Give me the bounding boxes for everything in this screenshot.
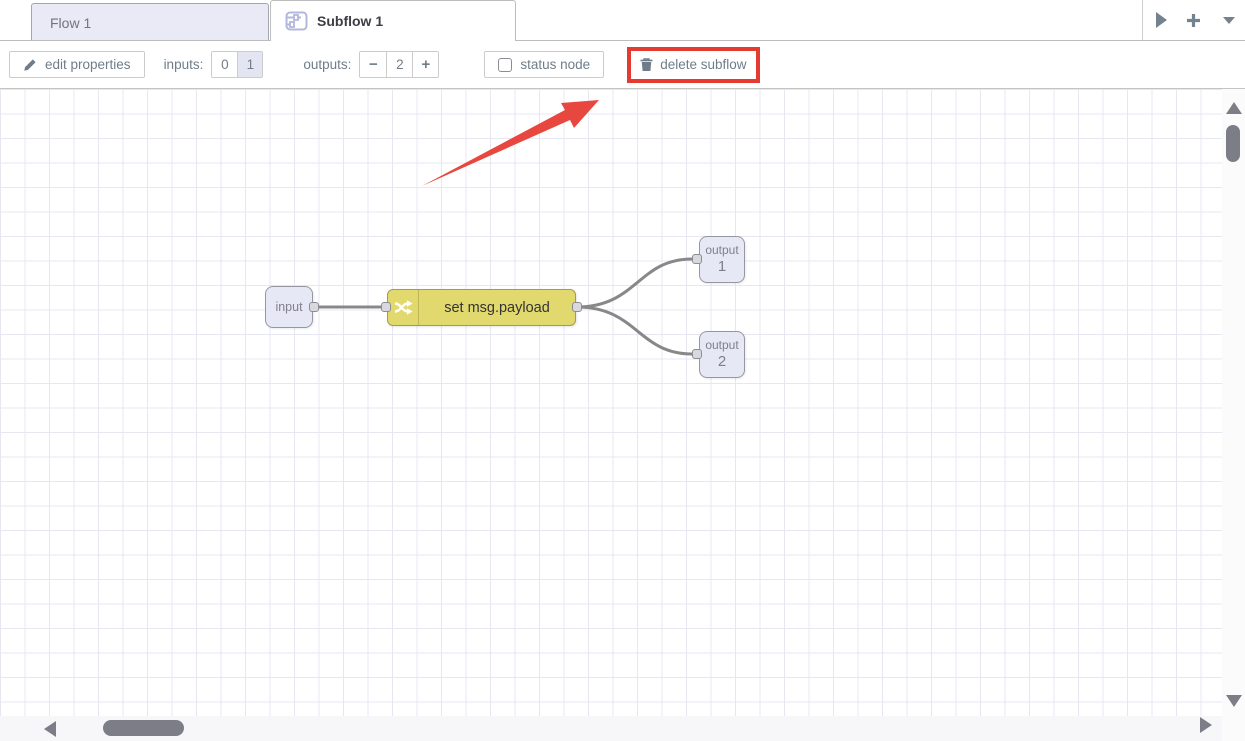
status-node-label: status node <box>520 57 591 72</box>
tab-menu-icon[interactable] <box>1223 16 1235 24</box>
output-2-number: 2 <box>717 352 727 370</box>
inputs-option-0[interactable]: 0 <box>212 52 238 77</box>
input-node-label: input <box>275 300 303 314</box>
outputs-label: outputs: <box>303 57 352 72</box>
subflow-icon <box>285 11 308 31</box>
add-flow-icon[interactable] <box>1185 12 1202 29</box>
output-2-input-port[interactable] <box>692 349 702 359</box>
output-1-number: 1 <box>717 257 727 275</box>
subflow-input-node[interactable]: input <box>265 286 313 328</box>
vertical-scrollbar[interactable] <box>1222 89 1245 741</box>
wire-layer <box>312 257 694 356</box>
horizontal-scrollbar[interactable] <box>0 716 1222 741</box>
shuffle-arrows-icon <box>388 290 419 325</box>
horizontal-scroll-thumb[interactable] <box>103 720 184 736</box>
flow-canvas[interactable]: input set msg.payload output 1 output 2 <box>0 89 1222 716</box>
subflow-output-1-node[interactable]: output 1 <box>699 236 745 283</box>
subflow-output-2-node[interactable]: output 2 <box>699 331 745 378</box>
output-2-label: output <box>705 337 739 352</box>
scroll-down-icon[interactable] <box>1226 695 1242 707</box>
tab-flow-1[interactable]: Flow 1 <box>31 3 269 41</box>
input-node-output-port[interactable] <box>309 302 319 312</box>
trash-icon <box>640 57 653 72</box>
scroll-up-icon[interactable] <box>1226 102 1242 114</box>
annotation-highlight-box: delete subflow <box>627 46 760 83</box>
pencil-icon <box>23 58 37 72</box>
outputs-decrease-button[interactable]: − <box>360 52 387 77</box>
change-node-input-port[interactable] <box>381 302 391 312</box>
scroll-left-icon[interactable] <box>44 721 56 737</box>
tab-flow-1-label: Flow 1 <box>50 14 92 31</box>
outputs-value: 2 <box>386 52 413 77</box>
vertical-scroll-thumb[interactable] <box>1226 125 1240 162</box>
tab-subflow-1-label: Subflow 1 <box>317 13 384 29</box>
edit-properties-label: edit properties <box>45 57 131 72</box>
output-1-input-port[interactable] <box>692 254 702 264</box>
outputs-increase-button[interactable]: + <box>412 52 439 77</box>
tab-bar: Flow 1 Subflow 1 <box>0 0 1245 41</box>
scroll-right-icon[interactable] <box>1200 717 1212 733</box>
output-1-label: output <box>705 242 739 257</box>
tab-bar-divider <box>0 40 1245 41</box>
tab-scroll-right-icon[interactable] <box>1156 12 1167 28</box>
outputs-spinner: − 2 + <box>359 51 440 78</box>
change-node-output-port[interactable] <box>572 302 582 312</box>
status-node-checkbox[interactable] <box>498 57 513 72</box>
inputs-label: inputs: <box>163 57 204 72</box>
wire-change-to-output2 <box>575 305 694 356</box>
inputs-option-1[interactable]: 1 <box>237 52 263 77</box>
edit-properties-button[interactable]: edit properties <box>9 51 145 78</box>
change-node-label: set msg.payload <box>444 299 550 316</box>
change-node[interactable]: set msg.payload <box>387 289 576 326</box>
tab-subflow-1[interactable]: Subflow 1 <box>270 0 516 41</box>
delete-subflow-button[interactable]: delete subflow <box>640 57 747 72</box>
inputs-toggle: 0 1 <box>211 51 264 78</box>
tab-bar-controls <box>1142 0 1245 40</box>
subflow-toolbar: edit properties inputs: 0 1 outputs: − 2… <box>0 41 1245 89</box>
delete-subflow-label: delete subflow <box>660 57 747 72</box>
status-node-button[interactable]: status node <box>484 51 605 78</box>
wire-change-to-output1 <box>575 257 694 309</box>
